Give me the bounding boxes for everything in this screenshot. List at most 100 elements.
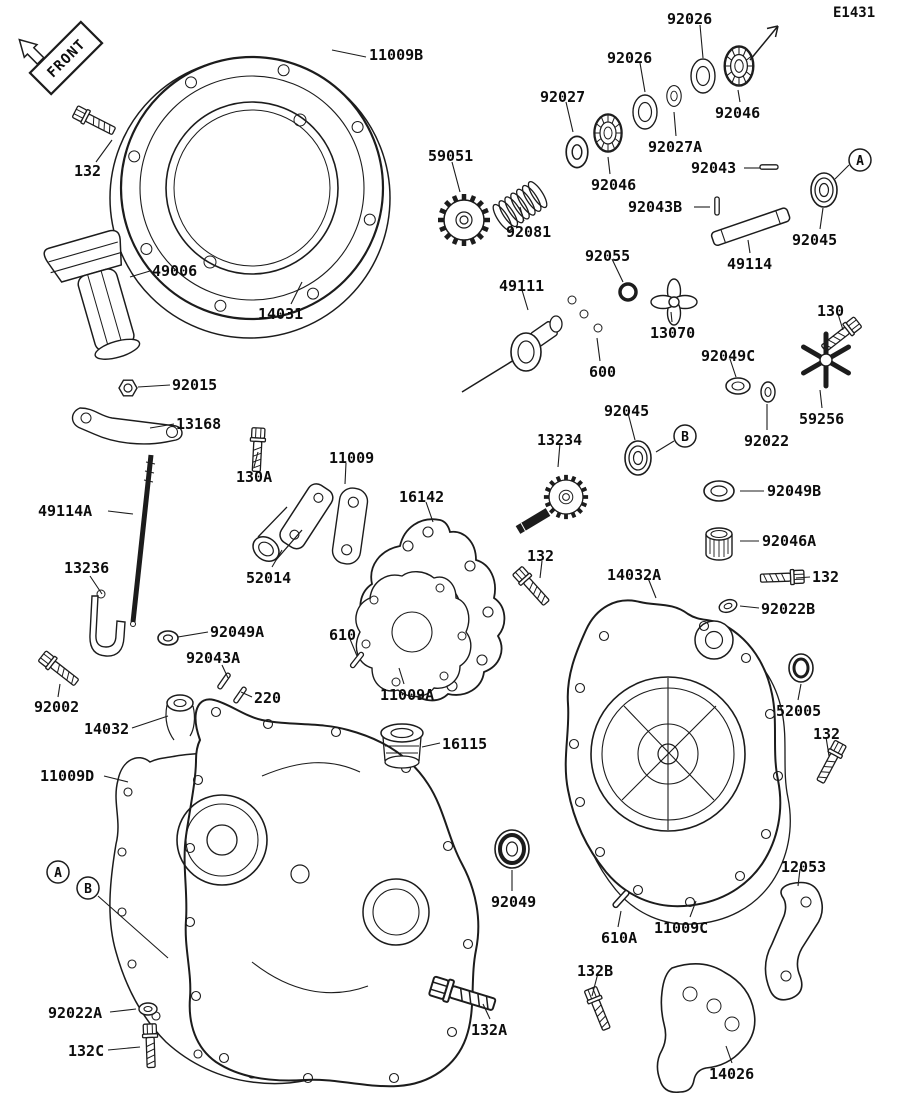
gasket-11009A-drawing — [355, 571, 472, 698]
pin-92043B-drawing — [714, 196, 720, 216]
part-label-11009C: 11009C — [654, 919, 709, 937]
part-label-610A: 610A — [601, 929, 638, 947]
part-label-92027: 92027 — [540, 88, 586, 106]
part-label-132B: 132B — [577, 962, 614, 980]
boot-49006-drawing — [43, 229, 141, 360]
part-label-49114A: 49114A — [38, 502, 93, 520]
seal-92049A-drawing — [157, 630, 179, 646]
nut-92015-drawing — [118, 379, 138, 397]
part-label-14032A: 14032A — [607, 566, 662, 584]
part-label-13236: 13236 — [64, 559, 110, 577]
bearing-92046-left-drawing — [593, 113, 623, 153]
part-label-14031: 14031 — [258, 305, 304, 323]
gasket-11009-drawing — [331, 487, 369, 565]
gear-59051-drawing — [438, 194, 490, 246]
part-label-16115: 16115 — [442, 735, 488, 753]
front-marker: FRONT — [18, 20, 104, 96]
bearing-92046-right-drawing — [723, 45, 755, 87]
svg-text:B: B — [681, 430, 689, 445]
part-label-92002: 92002 — [34, 698, 80, 716]
bolt-132-topleft-drawing — [71, 104, 118, 139]
part-label-92022A: 92022A — [48, 1004, 103, 1022]
gear-13234-drawing — [541, 472, 591, 522]
part-label-11009D: 11009D — [40, 767, 95, 785]
pin-92043A-drawing — [216, 671, 232, 691]
part-label-132-4: 132 — [813, 725, 841, 743]
part-label-92049B: 92049B — [767, 482, 822, 500]
rotor-13070-drawing — [650, 278, 698, 326]
seal-92049B-drawing — [703, 480, 735, 502]
part-label-92046A: 92046A — [762, 532, 817, 550]
part-label-52005: 52005 — [776, 702, 822, 720]
svg-text:A: A — [54, 866, 62, 881]
part-label-132-3: 132 — [812, 568, 840, 586]
part-label-59051: 59051 — [428, 147, 474, 165]
ref-letter-B-mid: B — [673, 424, 697, 448]
part-label-92049: 92049 — [491, 893, 537, 911]
bolt-92002-drawing — [36, 649, 82, 690]
part-label-92043B: 92043B — [628, 198, 683, 216]
part-label-92015: 92015 — [172, 376, 218, 394]
part-label-130A: 130A — [236, 468, 273, 486]
bolt-132-right-lower-drawing — [813, 738, 848, 786]
part-label-92045-1: 92045 — [792, 231, 838, 249]
part-label-92022B: 92022B — [761, 600, 816, 618]
part-label-12053: 12053 — [781, 858, 827, 876]
lever-13168-drawing — [71, 407, 183, 445]
shaft-49114-drawing — [710, 207, 791, 247]
part-label-132A: 132A — [471, 1021, 508, 1039]
ref-letter-A-top: A — [848, 148, 872, 172]
shaft-49111-drawing — [461, 315, 563, 393]
svg-text:A: A — [856, 154, 864, 169]
bolt-130A-drawing — [248, 426, 267, 473]
washer-92022-drawing — [760, 381, 776, 403]
bolt-132C-drawing — [141, 1023, 160, 1069]
washer-92022A-drawing — [138, 1002, 158, 1016]
bolt-132-pump-drawing — [511, 564, 553, 609]
part-label-92043A: 92043A — [186, 649, 241, 667]
part-label-92026-2: 92026 — [667, 10, 713, 28]
bracket-14026-drawing — [656, 963, 756, 1094]
part-label-92043: 92043 — [691, 159, 737, 177]
part-label-13234: 13234 — [537, 431, 583, 449]
washer-92027-drawing — [565, 135, 589, 169]
part-label-49114: 49114 — [727, 255, 773, 273]
bolt-132B-drawing — [582, 985, 615, 1033]
part-label-14026: 14026 — [709, 1065, 755, 1083]
part-label-13070: 13070 — [650, 324, 696, 342]
leader-lines — [57, 24, 850, 1064]
part-label-11009: 11009 — [329, 449, 375, 467]
part-label-11009A: 11009A — [380, 686, 435, 704]
part-label-14032: 14032 — [84, 720, 130, 738]
cap-52005-drawing — [788, 653, 814, 683]
rod-49114A-drawing — [130, 454, 156, 627]
bearing-92046A-drawing — [705, 527, 733, 561]
pin-220-drawing — [232, 685, 248, 705]
part-label-220: 220 — [254, 689, 282, 707]
oring-92055-drawing — [618, 282, 638, 302]
seal-92049C-drawing — [725, 377, 751, 395]
part-label-52014: 52014 — [246, 569, 292, 587]
bearing-92045-mid-drawing — [624, 440, 652, 476]
cover-14032A-drawing — [564, 599, 784, 908]
pin-92043-drawing — [759, 164, 779, 170]
part-label-610: 610 — [329, 626, 357, 644]
svg-text:B: B — [84, 882, 92, 897]
washer-92027A-drawing — [666, 85, 682, 107]
cover-11009B-drawing — [119, 55, 385, 321]
part-label-13168: 13168 — [176, 415, 222, 433]
balls-600-drawing — [567, 295, 603, 333]
cover-14032-drawing — [165, 694, 480, 1088]
impeller-59256-drawing — [798, 331, 855, 390]
part-label-92022: 92022 — [744, 432, 790, 450]
washer-92022B-drawing — [718, 598, 738, 614]
part-label-49006: 49006 — [152, 262, 198, 280]
pipe-52014-drawing — [252, 483, 334, 562]
bearing-92045-right-drawing — [810, 172, 838, 208]
washer-92026-left-drawing — [632, 94, 658, 130]
seal-92049-drawing — [494, 829, 530, 869]
part-label-92045-2: 92045 — [604, 402, 650, 420]
part-label-49111: 49111 — [499, 277, 545, 295]
